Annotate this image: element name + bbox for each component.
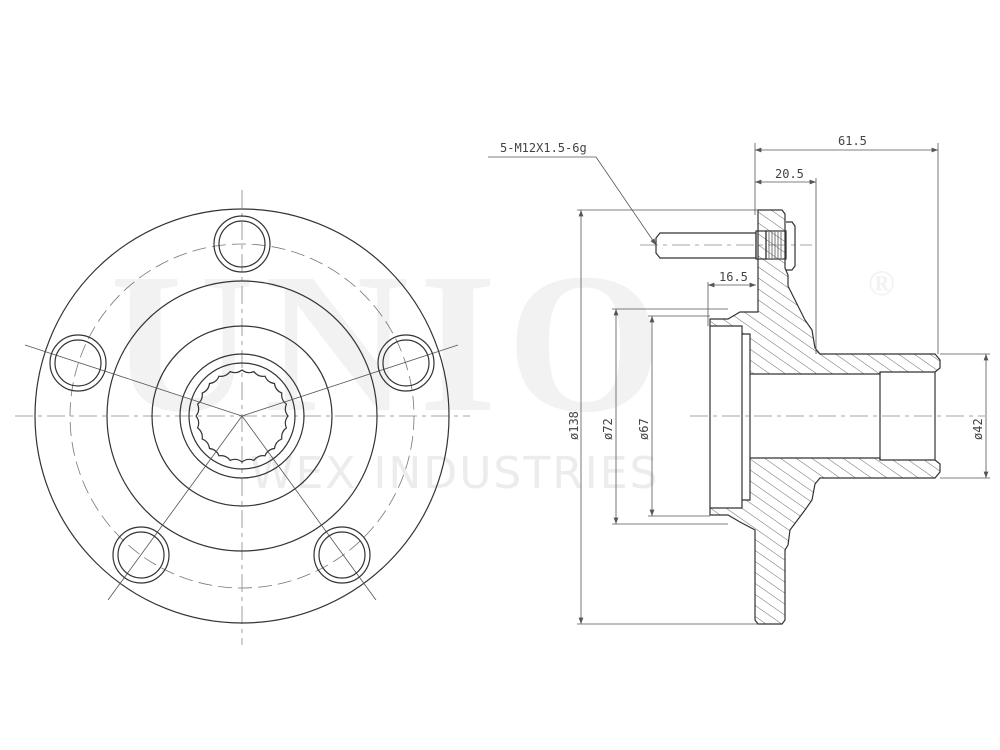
hub-ring-inner (179, 353, 305, 479)
pilot-bore (709, 326, 936, 508)
flange-outline (34, 208, 450, 624)
bolt-hole-bottom-right (313, 526, 371, 584)
front-view (15, 190, 470, 645)
dim-pilot-outer-diameter: ø72 (601, 418, 615, 440)
bolt-hole-top (213, 215, 271, 273)
bolt-hole-bottom-left (112, 526, 170, 584)
bolt-hole-right (377, 334, 435, 392)
dim-pilot-inner-diameter: ø67 (637, 418, 651, 440)
dim-flange-diameter: ø138 (567, 411, 581, 440)
hub-section-upper (709, 209, 941, 375)
dim-thread-callout: 5-M12X1.5-6g (500, 141, 587, 155)
watermark: UNIO ® WEX INDUSTRIES (110, 233, 895, 499)
wheel-stud (655, 221, 796, 271)
hub-ring-middle (151, 325, 333, 507)
bolt-holes (49, 215, 435, 584)
bolt-hole-left (49, 334, 107, 392)
bolt-circle (69, 243, 415, 589)
hub-ring-outer (106, 280, 378, 552)
watermark-company: WEX INDUSTRIES (250, 448, 660, 499)
dim-flange-to-step: 20.5 (775, 167, 804, 181)
registered-mark: ® (868, 263, 895, 303)
bolt-radial-lines (24, 344, 459, 601)
watermark-brand: UNIO (110, 233, 672, 454)
hub-section-lower (709, 457, 941, 625)
dim-overall-length: 61.5 (838, 134, 867, 148)
spline-bore (195, 369, 289, 463)
dim-hub-diameter: ø42 (971, 418, 985, 440)
bore-ring (188, 362, 296, 470)
section-view: 61.5 20.5 16.5 5-M12X1.5-6g ø138 ø72 ø67… (488, 134, 990, 625)
dim-pilot-depth: 16.5 (719, 270, 748, 284)
